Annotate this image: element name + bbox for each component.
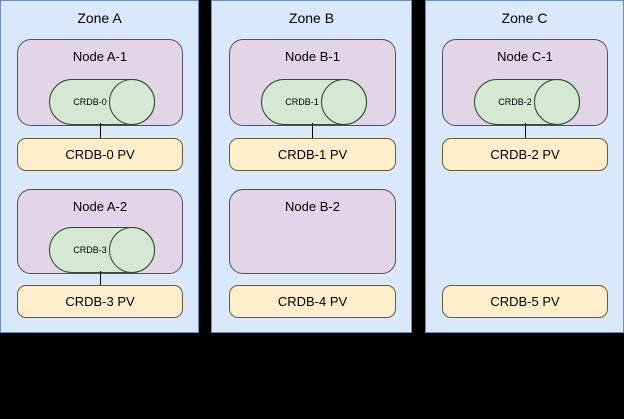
node-box-a-1[interactable]: Node A-1 CRDB-0 <box>17 39 183 126</box>
pod-cylinder-crdb-1[interactable]: CRDB-1 <box>261 79 367 125</box>
node-label-a-2: Node A-2 <box>72 199 128 214</box>
zone-container-c[interactable]: Zone C Node C-1 CRDB-2 CRDB-2 PV CRDB-5 … <box>425 0 624 333</box>
zone-container-b[interactable]: Zone B Node B-1 CRDB-1 CRDB-1 PV Node B-… <box>211 0 412 333</box>
zone-container-a[interactable]: Zone A Node A-1 CRDB-0 CRDB-0 PV Node A-… <box>0 0 199 333</box>
node-box-b-2[interactable]: Node B-2 <box>229 189 396 274</box>
pod-label-crdb-0: CRDB-0 <box>73 97 107 107</box>
pod-cylinder-crdb-3[interactable]: CRDB-3 <box>49 227 155 273</box>
pv-box-crdb-3[interactable]: CRDB-3 PV <box>17 285 183 318</box>
pv-box-crdb-4[interactable]: CRDB-4 PV <box>229 285 396 318</box>
pv-box-crdb-1[interactable]: CRDB-1 PV <box>229 138 396 171</box>
node-box-c-1[interactable]: Node C-1 CRDB-2 <box>442 39 608 126</box>
node-label-b-2: Node B-2 <box>285 199 340 214</box>
node-box-a-2[interactable]: Node A-2 CRDB-3 <box>17 189 183 274</box>
node-label-b-1: Node B-1 <box>285 49 340 64</box>
zone-title-a: Zone A <box>77 10 122 26</box>
pv-box-crdb-2[interactable]: CRDB-2 PV <box>442 138 608 171</box>
pod-label-crdb-3: CRDB-3 <box>73 245 107 255</box>
zone-title-c: Zone C <box>501 10 548 26</box>
zone-title-b: Zone B <box>288 10 335 26</box>
connector-crdb-0-to-pv <box>100 123 101 139</box>
pv-box-crdb-5[interactable]: CRDB-5 PV <box>442 285 608 318</box>
connector-crdb-1-to-pv <box>312 123 313 139</box>
pod-cylinder-crdb-2[interactable]: CRDB-2 <box>474 79 580 125</box>
node-label-a-1: Node A-1 <box>72 49 128 64</box>
pod-label-crdb-2: CRDB-2 <box>498 97 532 107</box>
pod-label-crdb-1: CRDB-1 <box>285 97 319 107</box>
connector-crdb-3-to-pv <box>100 271 101 286</box>
node-box-b-1[interactable]: Node B-1 CRDB-1 <box>229 39 396 126</box>
pv-box-crdb-0[interactable]: CRDB-0 PV <box>17 138 183 171</box>
node-label-c-1: Node C-1 <box>497 49 553 64</box>
connector-crdb-2-to-pv <box>525 123 526 139</box>
pod-cylinder-crdb-0[interactable]: CRDB-0 <box>49 79 155 125</box>
